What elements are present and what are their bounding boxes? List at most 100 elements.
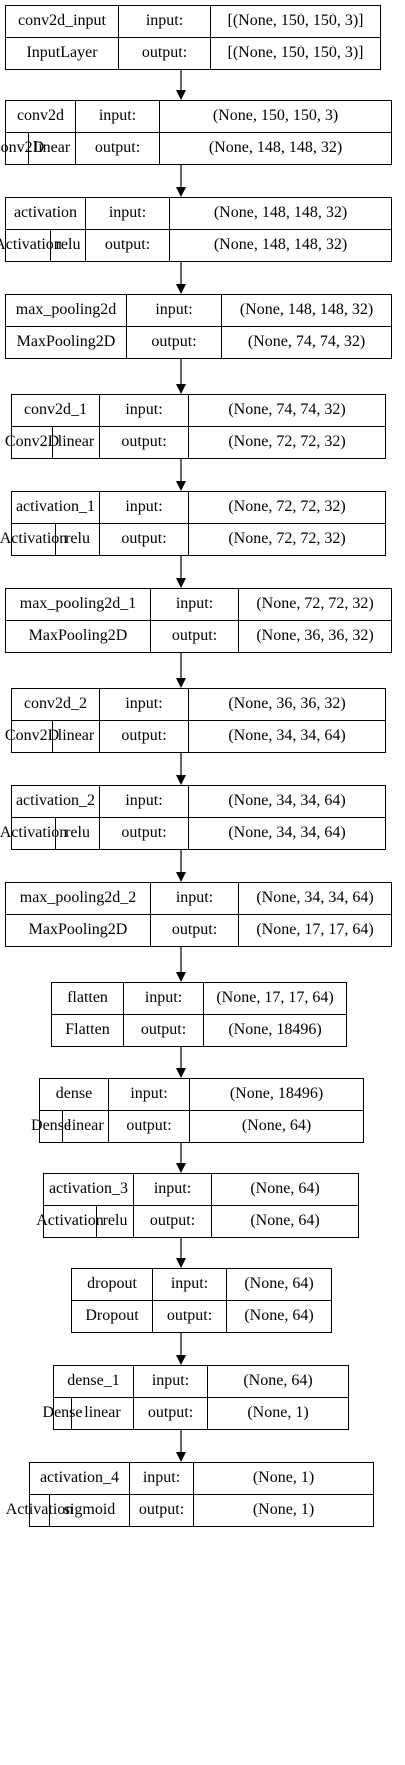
output-shape: (None, 74, 74, 32) [247,333,366,351]
layer-name: activation_2 [12,786,100,817]
layer-type: Dropout [72,1300,153,1332]
layer-type: Conv2D [5,720,59,752]
input-label: input: [100,492,189,523]
output-label: output: [100,720,189,752]
input-shape: (None, 64) [243,1372,313,1390]
input-shape: (None, 148, 148, 32) [213,204,348,222]
output-shape: (None, 34, 34, 64) [228,824,346,842]
output-label: output: [119,37,211,69]
activation-function: relu [56,523,100,555]
layer-name: activation_1 [12,492,100,523]
layer-name: conv2d_input [6,6,119,37]
output-shape: (None, 1) [252,1501,315,1519]
output-label: output: [109,1110,190,1142]
layer-type: Activation [0,229,62,261]
layer-type: Activation [0,523,67,555]
layer-name: dropout [72,1269,153,1300]
output-shape: (None, 1) [247,1404,309,1422]
output-label: output: [127,326,222,358]
layer-type: Activation [6,1494,73,1526]
layer-type: Activation [36,1205,104,1237]
activation-function: relu [51,229,86,261]
activation-function: linear [53,720,100,752]
input-label: input: [86,198,170,229]
layer-type: MaxPooling2D [6,326,127,358]
input-label: input: [76,101,160,132]
input-shape: (None, 64) [250,1180,320,1198]
output-label: output: [100,523,189,555]
input-shape: (None, 74, 74, 32) [228,401,346,419]
output-shape: (None, 18496) [228,1021,322,1039]
output-shape: (None, 17, 17, 64) [256,921,374,939]
arrow-head [176,1355,186,1365]
layer-name: activation_3 [44,1174,134,1205]
output-label: output: [100,426,189,458]
output-label: output: [134,1397,208,1429]
arrow-head [176,578,186,588]
output-shape: (None, 148, 148, 32) [208,139,343,157]
input-label: input: [100,395,189,426]
activation-function: linear [29,132,76,164]
layer-name: conv2d_1 [12,395,100,426]
layer-name: max_pooling2d [6,295,127,326]
arrow-head [176,1163,186,1173]
layer-type: MaxPooling2D [6,620,151,652]
input-shape: (None, 34, 34, 64) [228,792,346,810]
input-shape: (None, 148, 148, 32) [239,301,374,319]
input-label: input: [130,1463,194,1494]
output-shape: (None, 72, 72, 32) [228,530,346,548]
output-label: output: [124,1014,204,1046]
arrow-head [176,872,186,882]
input-label: input: [127,295,222,326]
input-shape: (None, 64) [244,1275,314,1293]
input-shape: (None, 150, 150, 3) [212,107,339,125]
layer-name: flatten [52,983,124,1014]
input-shape: (None, 1) [252,1469,315,1487]
arrow-head [176,284,186,294]
output-label: output: [151,914,239,946]
layer-type: Dense [43,1397,83,1429]
input-label: input: [100,689,189,720]
input-label: input: [134,1366,208,1397]
output-shape: [(None, 150, 150, 3)] [227,44,364,62]
arrow-head [176,1068,186,1078]
activation-function: linear [72,1397,134,1429]
input-shape: (None, 36, 36, 32) [228,695,346,713]
arrow-head [176,1258,186,1268]
input-shape: (None, 18496) [229,1085,324,1103]
arrow-head [176,384,186,394]
arrow-head [176,972,186,982]
input-label: input: [100,786,189,817]
input-shape: (None, 17, 17, 64) [216,989,334,1007]
output-label: output: [130,1494,194,1526]
layer-type: Flatten [52,1014,124,1046]
output-label: output: [151,620,239,652]
output-shape: (None, 34, 34, 64) [228,727,346,745]
input-label: input: [124,983,204,1014]
layer-type: Conv2D [0,132,44,164]
activation-function: sigmoid [50,1494,130,1526]
layer-name: conv2d_2 [12,689,100,720]
input-label: input: [109,1079,190,1110]
input-shape: (None, 72, 72, 32) [256,595,374,613]
output-shape: (None, 64) [241,1117,312,1135]
activation-function: relu [97,1205,134,1237]
input-label: input: [119,6,211,37]
layer-name: activation_4 [30,1463,130,1494]
input-shape: (None, 72, 72, 32) [228,498,346,516]
arrow-head [176,90,186,100]
layer-type: Dense [31,1110,71,1142]
